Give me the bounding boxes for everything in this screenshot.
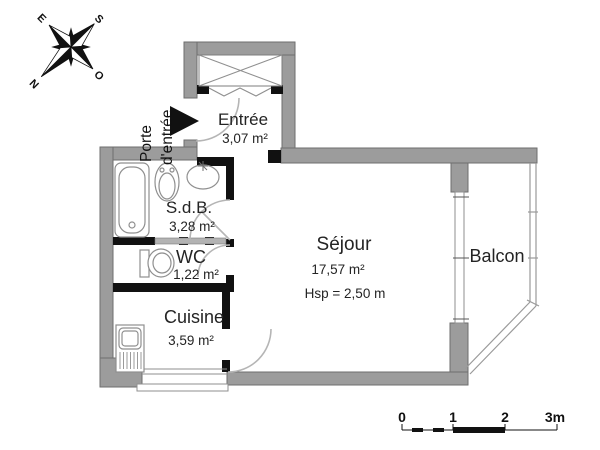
entree-name: Entrée xyxy=(218,110,268,129)
fixtures xyxy=(114,161,220,373)
closet xyxy=(198,54,283,97)
scale-solid-segment xyxy=(453,427,505,433)
sdb-area: 3,28 m² xyxy=(169,219,215,234)
entrance-arrow-icon xyxy=(170,106,199,136)
closet-jamb-left xyxy=(197,85,209,94)
balcony-railing xyxy=(464,163,540,375)
bidet-inner xyxy=(158,172,176,200)
kitchen-sink-unit xyxy=(115,324,145,373)
wc-door-arc[interactable] xyxy=(197,244,231,278)
wc-toilet xyxy=(139,248,175,278)
kitchen-drainer-lines xyxy=(119,352,142,369)
scale-bar: 0 1 2 3m xyxy=(398,409,565,433)
closet-jamb-right xyxy=(271,85,283,94)
compass-label-east: E xyxy=(35,12,49,26)
closet-cross-2 xyxy=(198,54,283,87)
cuisine-door-jamb xyxy=(222,360,230,372)
compass-label-west: O xyxy=(91,69,106,84)
wall-entree-bottom xyxy=(197,157,234,166)
bathroom-sink xyxy=(186,161,220,190)
cuisine-window-sill xyxy=(136,383,229,392)
scale-label-2: 2 xyxy=(501,409,509,425)
door-arcs xyxy=(189,97,272,373)
sdb-door-jamb xyxy=(226,239,234,247)
balcon-name: Balcon xyxy=(469,246,524,266)
wall-cuisine-right xyxy=(222,292,230,329)
bathtub xyxy=(114,162,150,238)
bathtub-inner xyxy=(118,166,146,234)
scale-dash-2 xyxy=(433,428,444,432)
compass-rose: N E S O xyxy=(27,12,107,92)
sdb-door-leaf xyxy=(200,210,231,241)
exterior-walls xyxy=(99,41,538,388)
entree-area: 3,07 m² xyxy=(222,131,268,146)
partition-walls xyxy=(113,85,283,372)
scale-label-1: 1 xyxy=(449,409,457,425)
wall-entree-right xyxy=(281,54,296,151)
toilet-bowl-inner xyxy=(152,252,172,274)
windows xyxy=(136,191,469,392)
wc-name: WC xyxy=(176,247,206,267)
bathtub-drain xyxy=(128,221,136,229)
closet-bifold-door[interactable] xyxy=(208,87,272,97)
scale-label-0: 0 xyxy=(398,409,406,425)
entree-door-arc[interactable] xyxy=(195,97,240,142)
bidet-tap-2 xyxy=(169,167,175,173)
railing-tick-joint xyxy=(526,299,540,307)
sejour-name: Séjour xyxy=(317,234,373,255)
sdb-name: S.d.B. xyxy=(166,198,212,217)
wall-cuisine-top xyxy=(113,283,230,292)
railing-diagonal-outer xyxy=(469,305,537,375)
porte-entree-label-line2: d'entrée xyxy=(159,109,176,165)
wall-sejour-top-cap xyxy=(268,150,281,163)
cuisine-name: Cuisine xyxy=(164,307,224,327)
divider-sdb-wc-black xyxy=(113,237,155,245)
kitchen-basin-inner xyxy=(121,330,139,347)
wc-area: 1,22 m² xyxy=(173,267,219,282)
porte-entree-label-line1: Porte xyxy=(138,125,155,162)
bidet-tap-1 xyxy=(159,167,165,173)
sejour-area: 17,57 m² xyxy=(311,262,365,277)
railing-diagonal-inner xyxy=(464,301,531,370)
wall-sdb-right xyxy=(226,157,234,200)
wall-sejour-top xyxy=(280,147,538,164)
cuisine-door-arc[interactable] xyxy=(227,328,272,373)
scale-label-3m: 3m xyxy=(545,409,565,425)
sejour-ceiling-height: Hsp = 2,50 m xyxy=(305,286,386,301)
wall-entree-left-upper xyxy=(183,41,198,99)
room-labels: Porte d'entrée Entrée 3,07 m² S.d.B. 3,2… xyxy=(138,109,525,348)
wall-left-exterior xyxy=(99,146,114,388)
compass-cardinal-points xyxy=(40,23,95,78)
sink-faucet-icon xyxy=(198,161,208,171)
bidet xyxy=(154,162,180,202)
compass-label-north: N xyxy=(27,77,41,91)
wall-bottom-right xyxy=(226,371,469,386)
scale-dash-1 xyxy=(412,428,423,432)
wall-closet-top xyxy=(184,41,296,56)
cuisine-area: 3,59 m² xyxy=(168,333,214,348)
wall-balcony-stub xyxy=(450,162,469,193)
